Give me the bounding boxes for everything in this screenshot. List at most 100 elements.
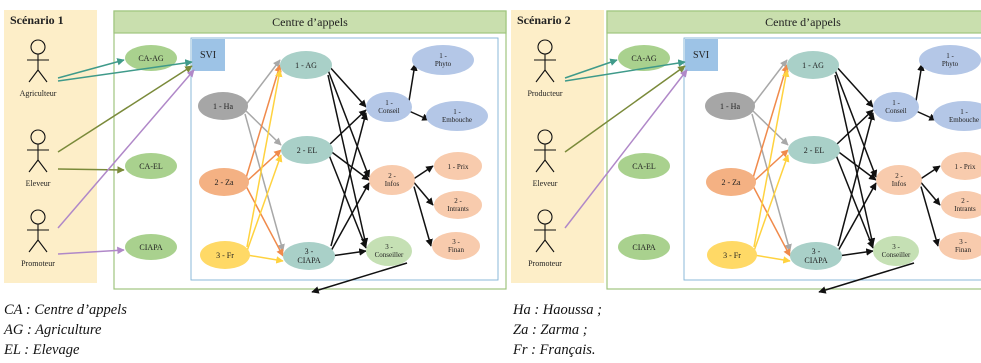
ca-node-ca-ag-label: CA-AG — [138, 54, 164, 63]
ca-node-ca-ag: CA-AG — [125, 45, 177, 71]
conseil-item-node-shape — [919, 45, 981, 75]
infos-item-node: 3 -Finan — [432, 232, 480, 260]
arrow-language-to-domain — [753, 154, 790, 252]
infos-item-node-label: 3 -Finan — [448, 238, 464, 254]
conseil-item-node-shape — [426, 101, 488, 131]
language-node-label: 3 - Fr — [216, 251, 234, 260]
actor-eleveur-icon — [27, 129, 49, 173]
conseil-item-node: 1 -Embouche — [933, 101, 981, 131]
arrow-actor-to-svi — [564, 65, 686, 153]
language-node: 1 - Ha — [705, 92, 755, 120]
ca-node-ciapa-label: CIAPA — [139, 243, 162, 252]
arrow-language-to-domain — [752, 185, 791, 257]
arrow-service-to-item — [413, 182, 434, 206]
arrow-conseiller-out — [311, 262, 408, 294]
arrow-service-to-item — [920, 186, 940, 247]
ca-node-ca-el-shape — [618, 153, 670, 179]
conseil-item-node-label: 1 -Phyto — [435, 52, 452, 68]
language-node: 1 - Ha — [198, 92, 248, 120]
arrow-domain-to-service — [834, 74, 876, 246]
actor-agriculteur-icon — [27, 39, 49, 83]
ca-node-ciapa-shape — [618, 234, 670, 260]
domain-node-shape — [281, 136, 333, 164]
language-node: 2 - Za — [706, 168, 756, 196]
infos-item-node: 1 - Prix — [434, 152, 482, 180]
conseil-item-node: 1 -Phyto — [919, 45, 981, 75]
arrow-domain-to-service — [837, 182, 877, 252]
legend-abbreviations-left: CA : Centre d’appels AG : Agriculture EL… — [4, 300, 127, 360]
arrow-actor-to-svi — [564, 69, 688, 229]
service-node-shape — [876, 165, 922, 195]
language-node-label: 1 - Ha — [213, 102, 233, 111]
infos-item-node-shape — [939, 232, 981, 260]
infos-item-node-label: 1 - Prix — [448, 163, 470, 171]
arrow-service-to-item — [920, 165, 941, 180]
actor-eleveur-icon — [534, 129, 556, 173]
actor-label: Producteur — [527, 89, 562, 98]
language-node-shape — [707, 241, 757, 269]
ca-node-ca-el: CA-EL — [125, 153, 177, 179]
arrow-domain-to-service — [328, 109, 367, 146]
svi-label: SVI — [693, 50, 709, 61]
arrow-domain-to-service — [835, 154, 874, 249]
ca-node-ca-ag-shape — [618, 45, 670, 71]
infos-item-node-label: 1 - Prix — [955, 163, 977, 171]
arrow-domain-to-service — [330, 112, 368, 247]
arrow-language-to-domain — [246, 154, 283, 252]
arrow-language-to-domain — [751, 59, 788, 107]
legend-line: AG : Agriculture — [4, 322, 102, 338]
arrow-language-to-domain — [751, 109, 789, 146]
service-node: 3 -Conseiller — [366, 236, 412, 266]
service-node-shape — [873, 236, 919, 266]
language-node-shape — [705, 92, 755, 120]
service-node-label: 3 -Conseiller — [375, 243, 404, 259]
domain-node-label: 1 - AG — [802, 61, 824, 70]
arrow-domain-to-service — [837, 112, 875, 247]
conseil-item-node: 1 -Phyto — [412, 45, 474, 75]
arrow-language-to-domain — [244, 59, 281, 107]
infos-item-node-label: 2 -Intrants — [447, 197, 469, 213]
actor-label: Promoteur — [21, 259, 55, 268]
arrow-actor-to-ca — [564, 58, 618, 79]
legend-line: Ha : Haoussa ; — [513, 302, 603, 318]
center-title: Centre d’appels — [272, 15, 348, 29]
legend-line: Fr : Français. — [513, 342, 596, 358]
service-node-label: 1 -Conseil — [885, 99, 906, 115]
arrow-service-to-item — [413, 165, 434, 180]
arrow-domain-to-service — [834, 64, 874, 108]
infos-item-node-label: 2 -Intrants — [954, 197, 976, 213]
arrow-service-to-item — [408, 110, 430, 121]
language-node: 2 - Za — [199, 168, 249, 196]
arrow-service-to-item — [920, 182, 941, 206]
domain-node-label: 1 - AG — [295, 61, 317, 70]
ca-node-ciapa: CIAPA — [125, 234, 177, 260]
infos-item-node-label: 3 -Finan — [955, 238, 971, 254]
arrow-domain-to-service — [837, 248, 874, 257]
infos-item-node: 3 -Finan — [939, 232, 981, 260]
service-node-label: 1 -Conseil — [378, 99, 399, 115]
language-node-shape — [199, 168, 249, 196]
infos-item-node-shape — [434, 191, 482, 219]
service-node: 2 -Infos — [369, 165, 415, 195]
domain-node: 2 - EL — [788, 136, 840, 164]
language-node-label: 3 - Fr — [723, 251, 741, 260]
language-node: 3 - Fr — [200, 241, 250, 269]
actor-promoteur-icon — [27, 209, 49, 253]
actor-producteur-icon — [534, 39, 556, 83]
arrow-language-to-domain — [753, 69, 790, 248]
arrow-language-to-domain — [753, 254, 791, 264]
arrow-actor-to-svi — [57, 59, 193, 82]
arrow-domain-to-service — [835, 149, 877, 181]
infos-item-node: 2 -Intrants — [434, 191, 482, 219]
domain-node-label: 3 -CIAPA — [804, 247, 827, 265]
arrow-domain-to-service — [328, 154, 367, 249]
legend-line: Za : Zarma ; — [513, 322, 588, 338]
language-node: 3 - Fr — [707, 241, 757, 269]
arrow-language-to-domain — [244, 113, 285, 252]
service-node-label: 2 -Infos — [892, 172, 907, 188]
service-node-shape — [369, 165, 415, 195]
arrow-domain-to-service — [327, 74, 369, 246]
arrow-language-to-domain — [245, 64, 282, 179]
arrow-domain-to-service — [328, 149, 370, 181]
